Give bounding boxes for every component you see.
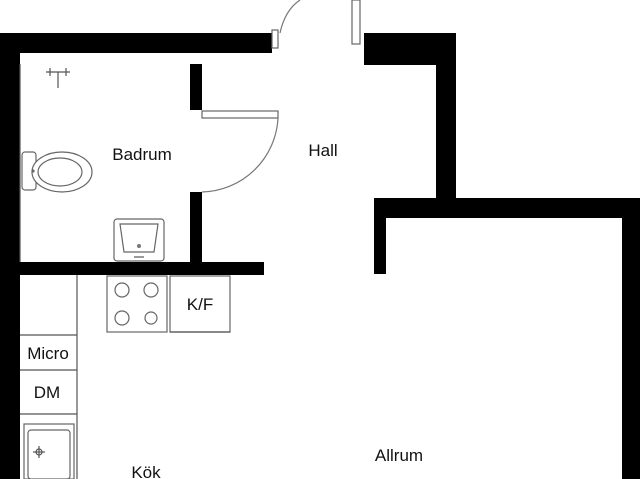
wall-allrum-top [374, 198, 640, 218]
walls [0, 33, 640, 479]
stove-icon [106, 275, 168, 333]
kitchen-counter [20, 275, 78, 479]
wall-left-outer [0, 33, 20, 479]
microwave-label: Micro [27, 344, 69, 363]
room-label-kok: Kök [131, 463, 161, 479]
wall-hall-right [436, 33, 456, 198]
wall-allrum-stub [374, 198, 386, 274]
wall-top-left [0, 33, 272, 53]
room-label-allrum: Allrum [375, 446, 423, 465]
fridge-freezer-box [169, 275, 231, 333]
fridge-freezer-label: K/F [187, 295, 213, 314]
wall-bath-stub-bottom [190, 192, 202, 264]
wall-bath-stub-top [190, 64, 202, 110]
stove [106, 275, 168, 333]
bath-mixer-icon [46, 68, 70, 88]
washbasin [113, 218, 165, 262]
bath-mixer [46, 68, 70, 88]
toilet [21, 151, 93, 193]
fridge-freezer: K/F [169, 275, 231, 333]
bathroom-door [201, 110, 279, 193]
bathroom-door-leaf [201, 110, 279, 119]
room-label-badrum: Badrum [112, 145, 172, 164]
entrance-door-leaf [351, 0, 361, 45]
entrance-door [271, 0, 361, 49]
washbasin-icon [113, 218, 165, 262]
kitchen-sink [23, 423, 75, 479]
door-swing-icon [201, 117, 279, 193]
wall-bath-bottom [20, 262, 264, 275]
toilet-icon [21, 151, 93, 193]
dishwasher-label: DM [34, 383, 60, 402]
entrance-door-frame [271, 29, 279, 49]
room-label-hall: Hall [308, 141, 337, 160]
wall-right-outer [622, 198, 640, 479]
sink-icon [23, 423, 75, 479]
door-swing-icon [279, 0, 301, 34]
